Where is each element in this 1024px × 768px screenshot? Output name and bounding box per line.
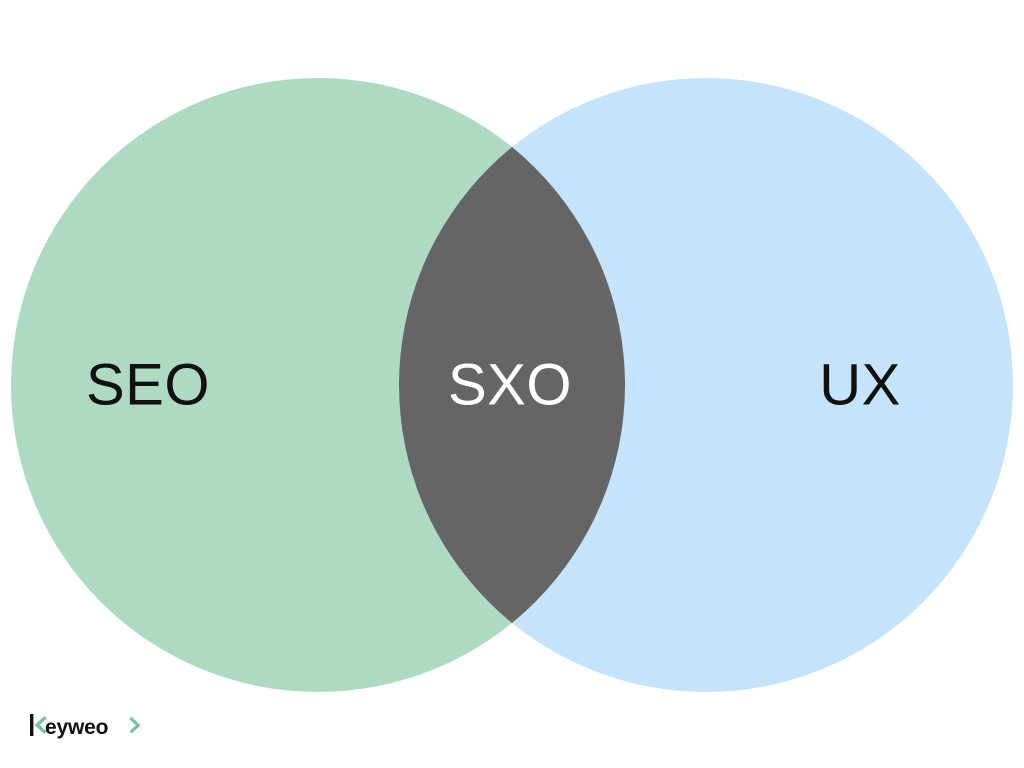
venn-label-sxo: SXO (448, 353, 572, 418)
logo-chevron-left-icon (34, 715, 47, 735)
venn-intersection-sxo (399, 78, 625, 692)
logo-chevron-right-icon (129, 716, 141, 734)
logo-wordmark: eyweo (45, 716, 108, 739)
logo-mark: eyweo (30, 714, 141, 739)
logo-k-stem (30, 714, 34, 736)
keyweo-logo: eyweo (30, 712, 145, 742)
venn-label-seo: SEO (86, 353, 210, 418)
venn-label-ux: UX (819, 353, 901, 418)
